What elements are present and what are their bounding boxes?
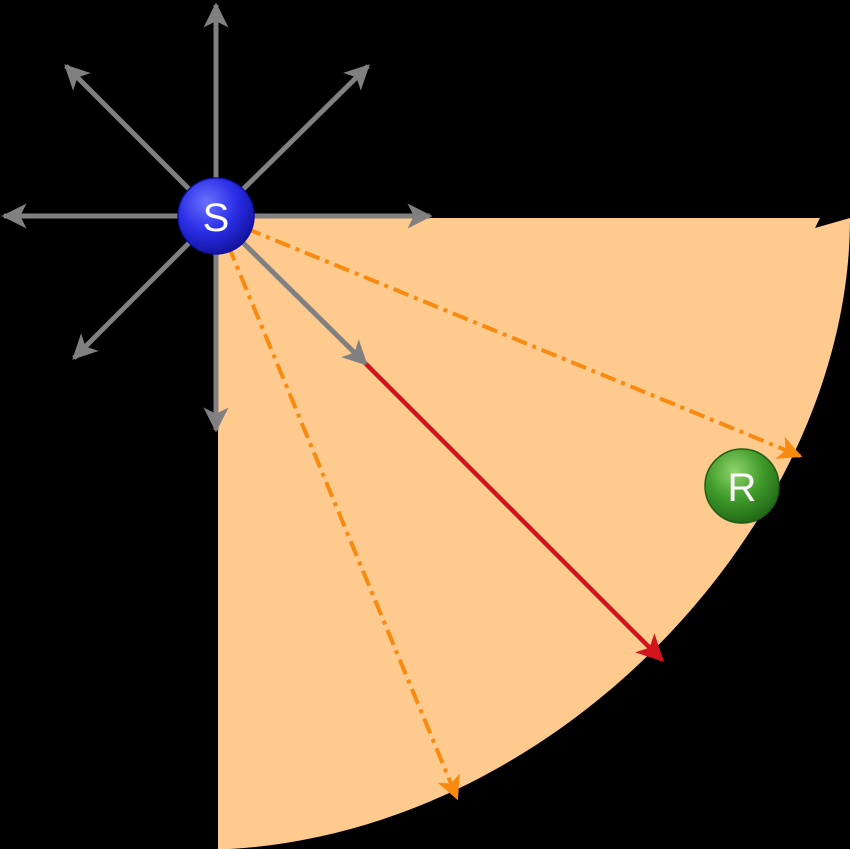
- orange-arrow-lower: [214, 215, 460, 801]
- red-ray-arrow: [364, 362, 664, 662]
- source-node: S: [177, 177, 255, 255]
- source-label: S: [203, 196, 230, 240]
- receiver-node: R: [704, 448, 780, 524]
- orange-arrow-upper: [215, 214, 803, 459]
- dashdot-arrows: [214, 214, 803, 801]
- receiver-label: R: [728, 466, 757, 510]
